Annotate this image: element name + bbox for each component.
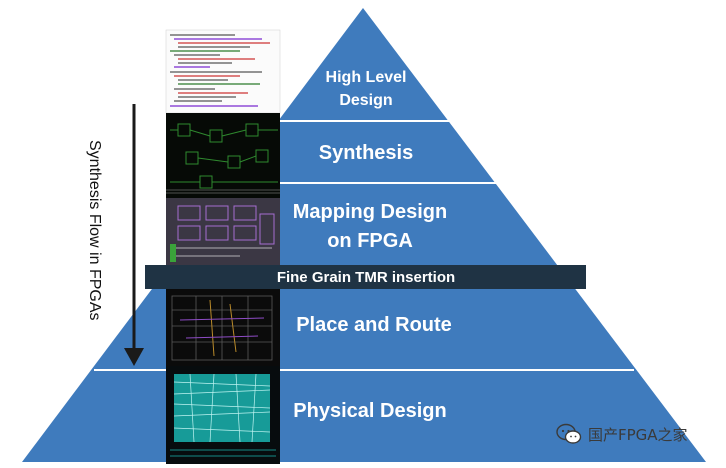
flow-arrow bbox=[124, 104, 144, 366]
flow-arrow-label: Synthesis Flow in FPGAs bbox=[86, 140, 103, 321]
tmr-banner-label: Fine Grain TMR insertion bbox=[277, 269, 455, 286]
code-listing-image bbox=[165, 29, 281, 114]
mapping-image bbox=[166, 198, 280, 266]
wechat-icon bbox=[556, 423, 582, 444]
physical-layout-image bbox=[166, 366, 280, 464]
level-mapping-line1: Mapping Design bbox=[293, 201, 447, 223]
place-route-image bbox=[166, 289, 280, 366]
level-physical-design: Physical Design bbox=[293, 400, 446, 422]
schematic-image bbox=[166, 113, 280, 198]
level-mapping-line2: on FPGA bbox=[327, 230, 413, 252]
level-high-level-line2: Design bbox=[339, 92, 392, 109]
level-high-level-line1: High Level bbox=[326, 69, 407, 86]
tmr-banner bbox=[145, 265, 586, 289]
watermark-text: 国产FPGA之家 bbox=[588, 425, 688, 444]
watermark: 国产FPGA之家 bbox=[556, 421, 688, 447]
level-synthesis: Synthesis bbox=[319, 142, 413, 164]
level-place-route: Place and Route bbox=[296, 314, 452, 336]
